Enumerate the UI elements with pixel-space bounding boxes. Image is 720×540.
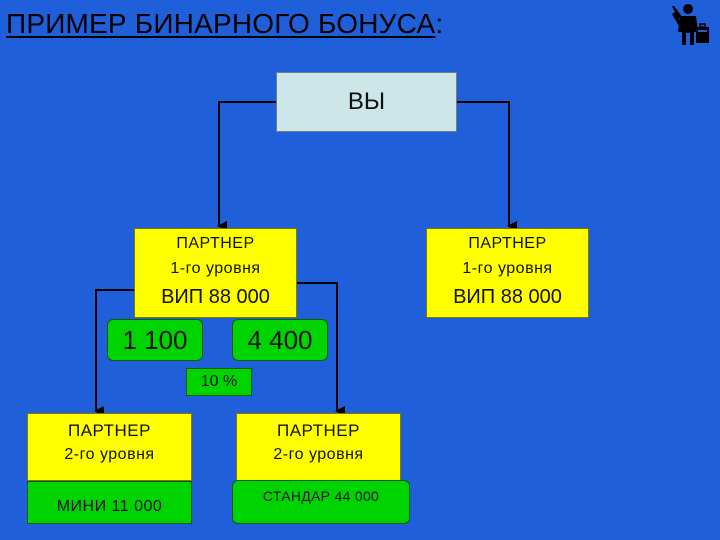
page-title: ПРИМЕР БИНАРНОГО БОНУСА: — [6, 8, 443, 40]
businessman-briefcase-icon — [672, 4, 709, 45]
partner-level1-right: ПАРТНЕР 1-го уровня ВИП 88 000 — [426, 228, 589, 318]
partner-title: ПАРТНЕР — [176, 235, 255, 252]
partner-level: 2-го уровня — [64, 446, 155, 463]
partner-title: ПАРТНЕР — [468, 235, 547, 252]
partner-level2-right: ПАРТНЕР 2-го уровня — [236, 413, 401, 481]
partner-level: 2-го уровня — [273, 446, 364, 463]
partner-package: ВИП 88 000 — [161, 286, 270, 308]
root-node-label: ВЫ — [347, 88, 386, 115]
connector-root-left — [217, 101, 276, 231]
partner-package: ВИП 88 000 — [453, 286, 562, 308]
partner-title: ПАРТНЕР — [68, 421, 151, 440]
partner-level1-left: ПАРТНЕР 1-го уровня ВИП 88 000 — [134, 228, 297, 318]
package-mini: МИНИ 11 000 — [27, 481, 192, 524]
partner-level2-left: ПАРТНЕР 2-го уровня — [27, 413, 192, 481]
partner-level: 1-го уровня — [170, 260, 261, 277]
partner-title: ПАРТНЕР — [277, 421, 360, 440]
page-title-colon: : — [435, 8, 444, 39]
percent-badge: 10 % — [186, 368, 252, 396]
page-title-text: ПРИМЕР БИНАРНОГО БОНУСА — [6, 8, 436, 39]
partner-level: 1-го уровня — [462, 260, 553, 277]
package-standard: СТАНДАР 44 000 — [232, 480, 410, 524]
root-node-you: ВЫ — [276, 72, 457, 132]
connector-root-right — [457, 101, 517, 231]
bonus-left: 1 100 — [107, 319, 203, 361]
bonus-right: 4 400 — [232, 319, 328, 361]
